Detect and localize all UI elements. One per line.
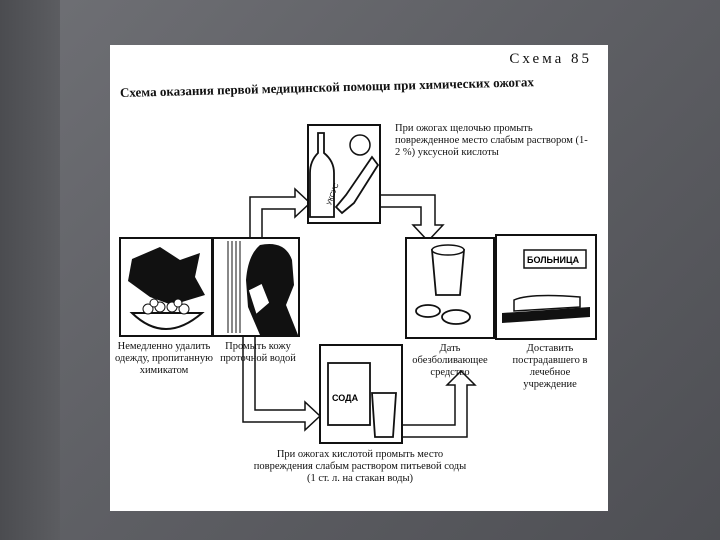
hands-icon xyxy=(247,281,271,317)
arrow-to-acid xyxy=(242,334,322,432)
clothes-icon xyxy=(128,247,205,305)
diagram-graphics: УКСУС БОЛЬНИЦА СОДА xyxy=(119,124,597,444)
remove-clothes-caption: Немедленно удалить одежду, пропитанную х… xyxy=(114,341,214,376)
soda-box-icon xyxy=(327,362,371,426)
water-stream-icon xyxy=(227,241,241,333)
hospital-caption: Доставить пострадавшего в лечебное учреж… xyxy=(512,343,588,390)
basin-contents-icon xyxy=(142,298,190,315)
arm-icon xyxy=(334,155,380,215)
slide-background-strip xyxy=(0,0,60,540)
arrow-from-acid xyxy=(399,369,477,438)
vinegar-bottle-icon xyxy=(309,132,335,218)
rinse-caption: Промыть кожу проточной водой xyxy=(220,341,296,364)
tablets-icon xyxy=(415,304,471,325)
basin-icon xyxy=(129,312,205,330)
glass-icon xyxy=(431,249,465,296)
arrow-to-alkali xyxy=(249,187,312,241)
hospital-sign xyxy=(523,249,587,269)
acid-caption: При ожогах кислотой промыть место повреж… xyxy=(253,449,467,484)
splash-icon xyxy=(349,134,371,156)
soda-glass-icon xyxy=(371,392,397,438)
patient-icon xyxy=(513,294,581,312)
scheme-page: Схема 85 Схема оказания первой медицинск… xyxy=(110,45,608,511)
hospital-sign-label: БОЛЬНИЦА xyxy=(527,255,580,265)
soda-box-label: СОДА xyxy=(332,393,359,403)
scheme-number: Схема 85 xyxy=(509,51,592,67)
stretcher-icon xyxy=(502,307,590,323)
alkali-caption: При ожогах щелочью промыть поврежденное … xyxy=(395,123,588,158)
analgesic-caption: Дать обезболивающее средство xyxy=(412,343,488,378)
